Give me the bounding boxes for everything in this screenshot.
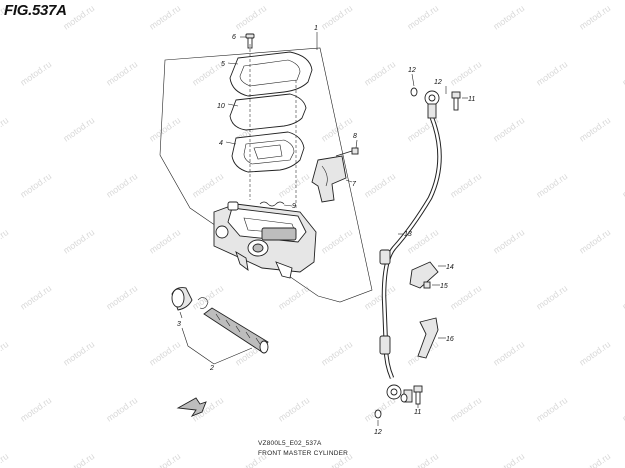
callout-15: 15 [440,283,448,290]
part-5-reservoir-cap [227,51,313,97]
part-6-screw [240,33,255,49]
circlip [197,297,209,309]
callout-14: 14 [446,264,454,271]
part-16-guide [417,317,446,359]
callout-13: 13 [404,231,412,238]
part-14-clamp [409,261,446,289]
figure-title: FIG.537A [4,2,67,19]
callout-3: 3 [177,321,181,328]
callout-12-upper-left: 12 [408,67,416,74]
part-8-bolt [335,139,359,157]
part-4-diaphragm [225,131,305,173]
part-9-screw [259,201,293,207]
upper-banjo-fitting [410,73,468,119]
callout-2: 2 [209,365,214,372]
figure-code: VZ800L5_E02_537A [258,440,322,447]
callout-6: 6 [232,34,236,41]
callout-10: 10 [217,103,225,110]
part-15-bolt [423,281,440,289]
assembly-boundary [159,47,373,303]
fwd-arrow [176,397,207,417]
part-10-plate [227,93,307,131]
callout-4: 4 [219,140,223,147]
callout-1: 1 [314,25,318,32]
callout-9: 9 [292,203,296,210]
callout-7: 7 [352,181,357,188]
callout-16: 16 [446,336,454,343]
part-7-clamp [311,155,353,203]
callout-8: 8 [353,133,357,140]
callout-12-upper-right: 12 [434,79,442,86]
callout-11-lower: 11 [414,409,421,416]
callout-11-upper: 11 [468,96,475,103]
figure-caption: FRONT MASTER CYLINDER [258,450,349,457]
part-2-piston-kit [181,307,269,365]
callout-5: 5 [221,61,225,68]
part-3-boot [171,287,193,319]
callout-12-lower: 12 [374,429,382,436]
part-13-brake-hose [379,117,442,379]
lower-banjo-fitting [374,384,423,426]
master-cylinder-body [213,201,317,279]
